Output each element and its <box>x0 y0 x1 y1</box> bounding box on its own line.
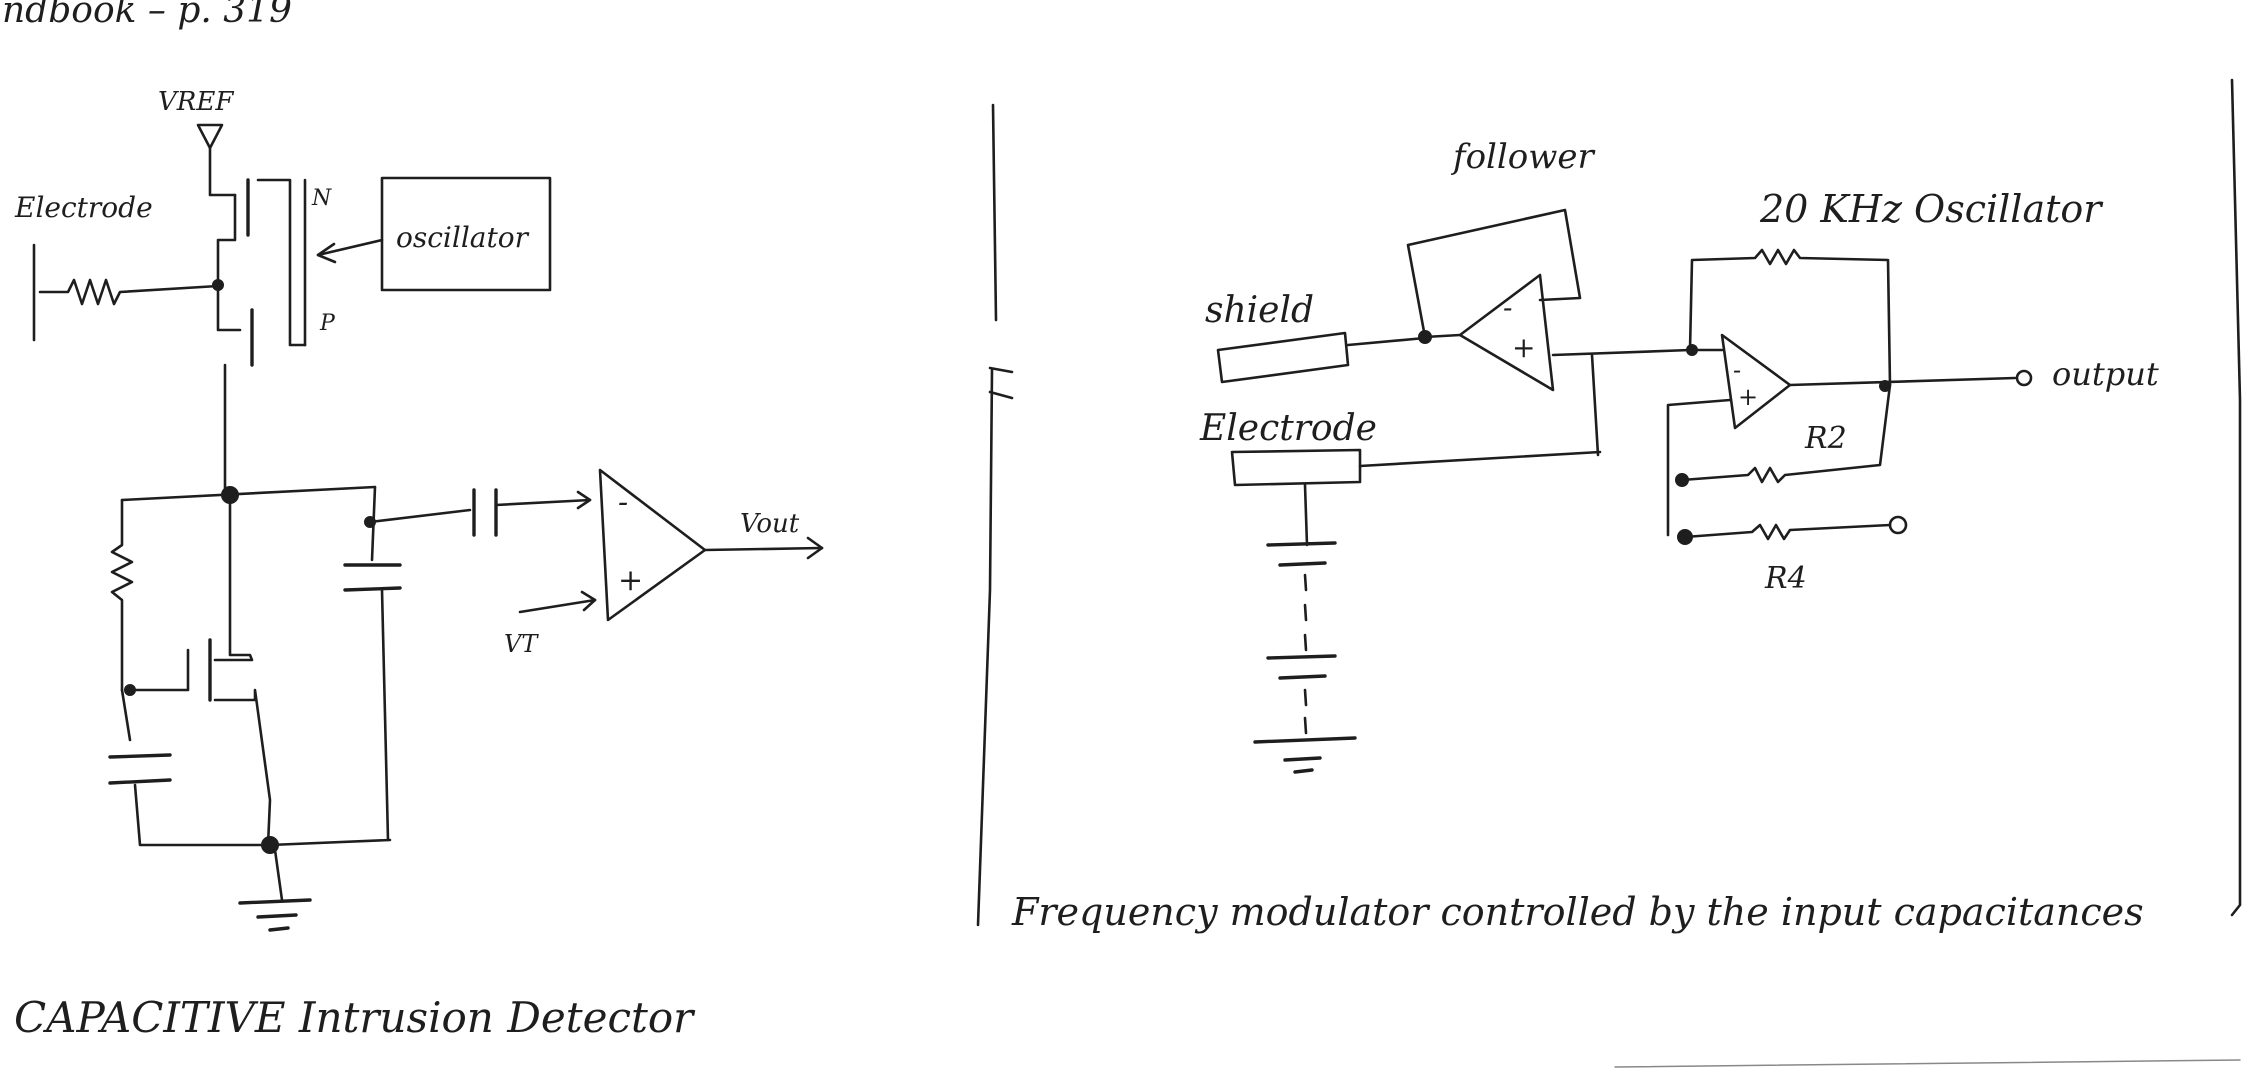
right-capacitor <box>343 563 402 592</box>
left-circuit: VREF N P oscillator Electrode <box>14 87 824 1042</box>
coupling-wire-left <box>368 508 472 524</box>
comparator-plus: + <box>618 563 643 598</box>
mosfet-source <box>213 688 272 847</box>
cap-left-wire <box>120 688 132 742</box>
cap-right-wire-bottom <box>380 588 390 842</box>
coupling-capacitor <box>472 488 498 537</box>
vout-label: Vout <box>740 509 800 539</box>
follower-triangle <box>1458 273 1555 392</box>
battery-ground <box>1253 736 1357 774</box>
bottom-wire <box>268 838 392 847</box>
right-electrode-plate <box>1230 448 1362 487</box>
cap-right-wire-top <box>370 485 377 562</box>
vout-wire <box>703 546 824 552</box>
output-wire <box>1788 376 2017 387</box>
oscillator-triangle <box>1720 333 1792 430</box>
output-terminal <box>2015 369 2033 387</box>
right-electrode-label: Electrode <box>1199 408 1377 449</box>
page-bottom-line <box>1614 1059 2241 1068</box>
follower-minus: - <box>1503 291 1512 324</box>
divider-mark <box>988 366 1014 400</box>
vout-arrowhead <box>806 536 824 560</box>
vref-wire <box>208 146 237 197</box>
cap-left-bottom <box>133 783 272 847</box>
tgate-n-gate <box>256 178 307 347</box>
oscillator-arrow-line <box>316 238 384 257</box>
follower-label: follower <box>1450 137 1595 177</box>
vt-arrowhead <box>580 590 597 612</box>
p-label: P <box>319 311 336 336</box>
battery-dashes-2 <box>1303 688 1308 735</box>
r4-label: R4 <box>1764 561 1807 596</box>
main-horizontal-wire <box>120 485 377 502</box>
divider-top <box>991 103 998 322</box>
amp-plus: + <box>1738 383 1758 411</box>
electrode-node <box>212 279 224 291</box>
battery-dashes-1 <box>1303 573 1308 652</box>
comparator-triangle <box>598 468 707 622</box>
amp-minus: - <box>1733 356 1741 384</box>
oscillator-box <box>380 176 552 292</box>
output-label: output <box>2052 355 2159 393</box>
left-caption: CAPACITIVE Intrusion Detector <box>14 993 696 1042</box>
coupling-wire-right <box>494 498 592 507</box>
page-right-border <box>2230 78 2242 917</box>
vref-label: VREF <box>158 87 234 117</box>
battery-cell-2 <box>1266 654 1337 680</box>
r4-terminal <box>1888 515 1908 535</box>
vt-wire <box>518 598 597 614</box>
right-caption: Frequency modulator controlled by the in… <box>1011 890 2144 934</box>
tgate-sd-wire <box>216 193 242 332</box>
ground-wire <box>273 848 284 902</box>
coupling-arrowhead <box>576 490 592 510</box>
shield-wire <box>1346 336 1427 347</box>
ground-symbol <box>238 898 312 932</box>
mosfet-gate-wire <box>128 648 190 692</box>
left-resistor <box>110 498 134 692</box>
shield-label: shield <box>1205 290 1314 331</box>
divider-bottom <box>976 368 994 927</box>
noninv-wire <box>1666 398 1732 537</box>
vref-triangle <box>196 123 224 150</box>
electrode-resistor <box>38 278 220 306</box>
r2-label: R2 <box>1804 421 1847 456</box>
header-text: ndbook – p. 319 <box>2 0 292 31</box>
r4-resistor <box>1683 523 1892 541</box>
battery-cell-1 <box>1266 541 1337 567</box>
electrode-guard-wire <box>1358 450 1602 468</box>
shield-plate <box>1216 331 1350 384</box>
right-circuit: follower 20 KHz Oscillator shield - + El… <box>1011 137 2159 934</box>
electrode-label: Electrode <box>14 191 153 224</box>
follower-feedback <box>1406 208 1582 339</box>
battery-top-wire <box>1303 483 1309 547</box>
oscillator-arrowhead <box>316 242 337 264</box>
follower-plus: + <box>1512 331 1535 364</box>
r2-resistor <box>1680 383 1892 484</box>
follower-to-electrode <box>1590 353 1600 457</box>
oscillator-20k-label: 20 KHz Oscillator <box>1759 187 2104 231</box>
n-label: N <box>311 186 332 211</box>
oscillator-label: oscillator <box>396 221 530 254</box>
follower-output-wire <box>1551 348 1692 357</box>
mosfet-drain <box>213 498 254 662</box>
oscillator-feedback-resistor <box>1688 248 1892 387</box>
comparator-minus: - <box>618 485 628 520</box>
vt-label: VT <box>504 630 539 658</box>
left-capacitor <box>108 753 172 785</box>
follower-input-wire <box>1423 333 1462 339</box>
